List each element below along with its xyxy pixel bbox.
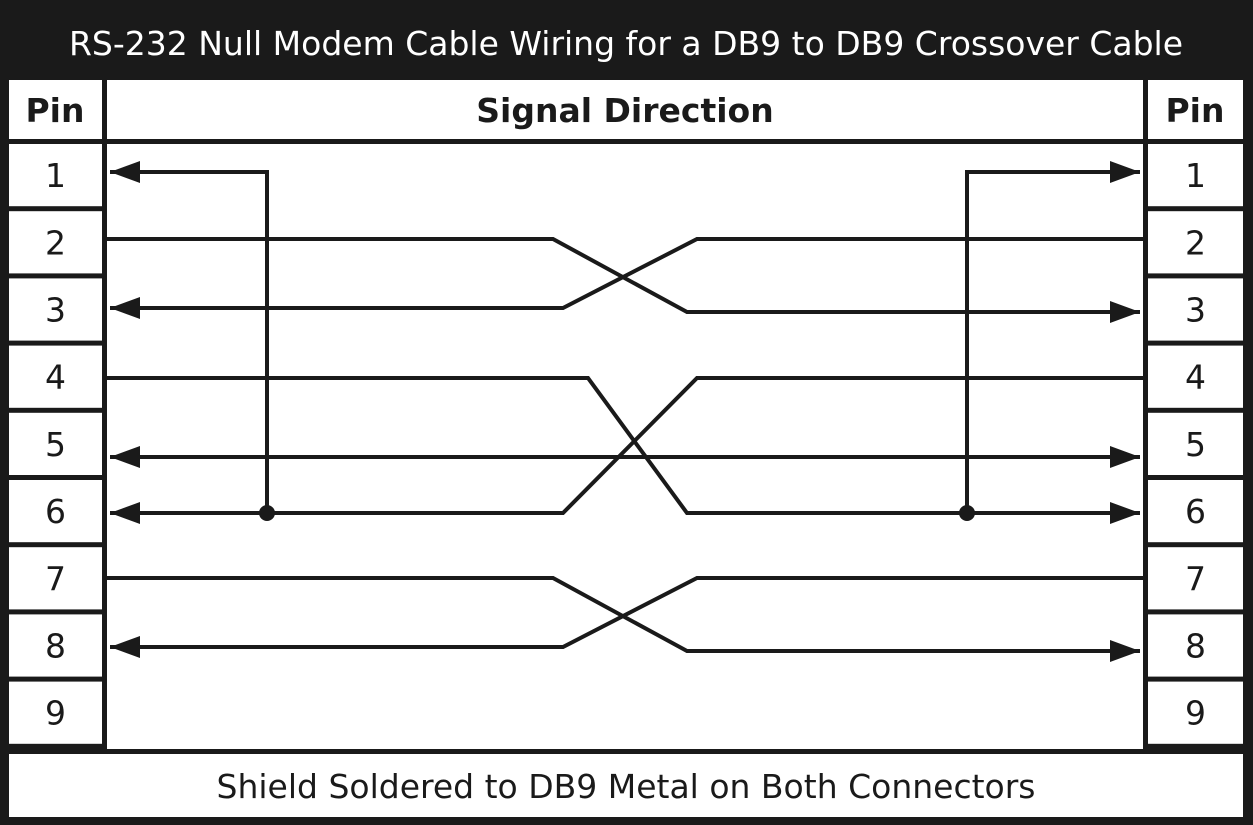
jumper-left-6-to-1 — [110, 161, 269, 513]
left-pin-cell — [9, 144, 102, 207]
right-pin-label: 4 — [1185, 358, 1206, 397]
right-pin-label: 9 — [1185, 694, 1206, 733]
right-pin-cell — [1148, 144, 1243, 207]
junction-dot-left — [259, 505, 275, 521]
left-pin-label: 7 — [45, 559, 66, 598]
right-pin-label: 5 — [1185, 425, 1206, 464]
left-pin-cell — [9, 614, 102, 677]
right-pin-label: 7 — [1185, 559, 1206, 598]
right-pin-cell — [1148, 412, 1243, 475]
wire-right7-to-left8 — [110, 576, 1143, 658]
right-pin-label: 3 — [1185, 291, 1206, 330]
left-pin-cell — [9, 412, 102, 475]
left-pin-label: 2 — [45, 223, 66, 262]
right-pin-cell — [1148, 480, 1243, 543]
left-pin-cell — [9, 278, 102, 341]
right-pin-cell — [1148, 211, 1243, 274]
header-left-pin: Pin — [26, 91, 85, 130]
right-pin-cell — [1148, 614, 1243, 677]
left-pin-label: 8 — [45, 627, 66, 666]
wire-left7-to-right8 — [107, 576, 1140, 662]
diagram-title: RS-232 Null Modem Cable Wiring for a DB9… — [69, 24, 1183, 63]
left-pin-column: 1 2 3 4 5 6 7 8 9 — [9, 144, 102, 744]
left-pin-label: 5 — [45, 425, 66, 464]
right-pin-cell — [1148, 681, 1243, 744]
left-pin-label: 1 — [45, 156, 66, 195]
header-left-cell — [9, 80, 102, 139]
right-pin-column: 1 2 3 4 5 6 7 8 9 — [1148, 144, 1243, 744]
jumper-right-6-to-1 — [965, 161, 1140, 513]
left-pin-label: 6 — [45, 492, 66, 531]
right-pin-label: 6 — [1185, 492, 1206, 531]
header-center-cell — [107, 80, 1143, 139]
wire-right2-to-left3 — [110, 237, 1143, 319]
footer-note: Shield Soldered to DB9 Metal on Both Con… — [217, 767, 1036, 806]
left-pin-label: 4 — [45, 358, 66, 397]
left-pin-cell — [9, 681, 102, 744]
right-pin-cell — [1148, 278, 1243, 341]
left-pin-cell — [9, 211, 102, 274]
wire-right4-to-left6 — [110, 376, 1143, 524]
right-pin-label: 8 — [1185, 627, 1206, 666]
header-right-cell — [1148, 80, 1243, 139]
junction-dot-right — [959, 505, 975, 521]
left-pin-cell — [9, 480, 102, 543]
right-pin-cell — [1148, 547, 1243, 610]
header-right-pin: Pin — [1166, 91, 1225, 130]
signal-area — [107, 144, 1143, 749]
footer-cell — [9, 754, 1243, 817]
left-pin-cell — [9, 345, 102, 408]
left-pin-label: 3 — [45, 291, 66, 330]
header-signal-direction: Signal Direction — [476, 91, 773, 130]
left-pin-cell — [9, 547, 102, 610]
right-pin-label: 2 — [1185, 223, 1206, 262]
left-pin-label: 9 — [45, 694, 66, 733]
wiring — [107, 161, 1143, 662]
wire-left4-to-right6 — [107, 376, 1140, 524]
wire-left2-to-right3 — [107, 237, 1140, 323]
right-pin-cell — [1148, 345, 1243, 408]
right-pin-label: 1 — [1185, 156, 1206, 195]
